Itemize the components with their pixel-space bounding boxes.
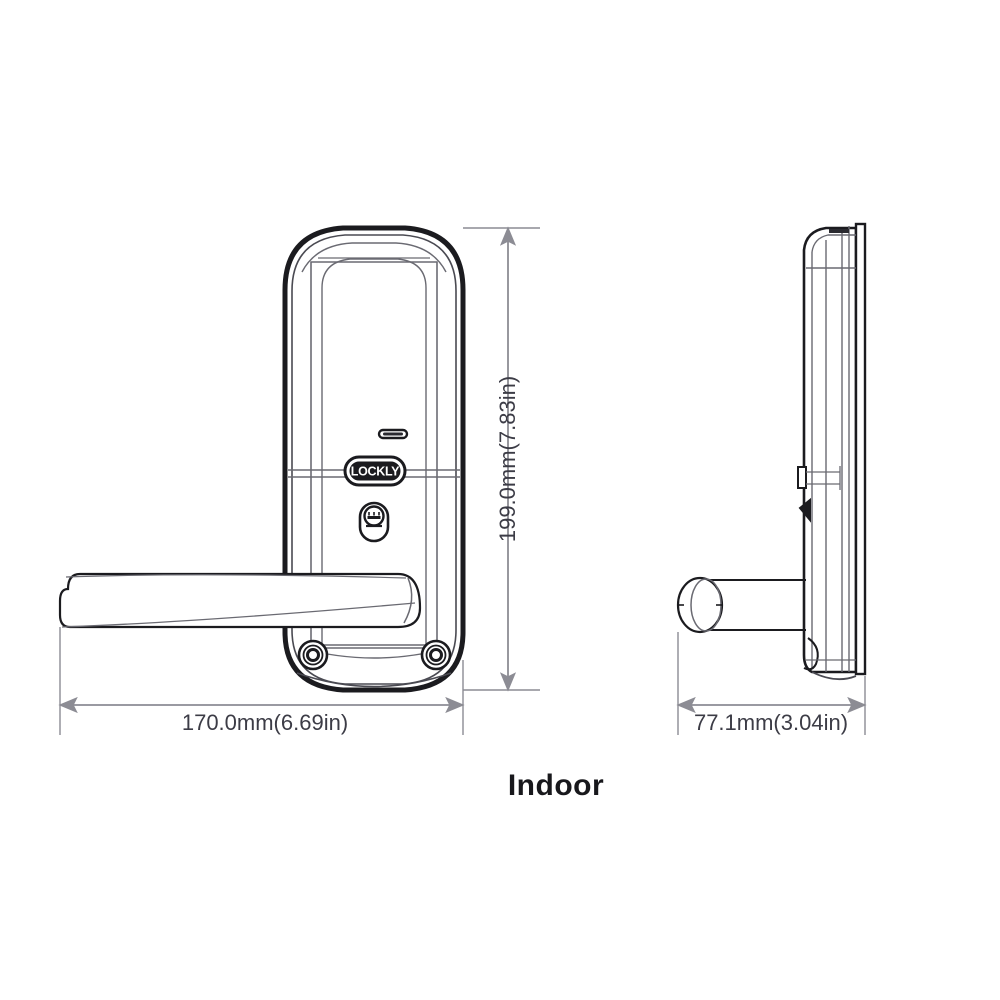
side-thumbturn-bump [798,497,811,523]
depth-dimension-label: 77.1mm(3.04in) [694,710,848,735]
lever-handle-top-seam [65,574,407,579]
lever-handle [58,572,422,629]
bottom-shell-seam [296,672,452,688]
top-curved-seam [301,242,447,273]
lever-handle-underside-seam [61,602,416,628]
side-handle-end-cap [676,576,724,634]
lever-handle-outline [58,572,422,629]
view-caption-indoor: Indoor [508,769,604,802]
key-cylinder [358,501,390,543]
center-raised-panel [321,258,427,649]
logo-wordmark: LOCKLY [351,465,400,479]
lockly-logo-badge: LOCKLY [343,455,407,487]
side-top-notch [829,229,849,233]
dimension-height: 199.0mm(7.83in) [463,226,540,692]
width-dimension-label: 170.0mm(6.69in) [182,710,348,735]
lever-handle-end-cap [403,577,413,624]
door-mounting-plate [854,222,867,676]
side-profile-view [676,222,867,681]
side-catch-detail [797,466,841,490]
dimension-depth: 77.1mm(3.04in) [676,632,867,735]
dimension-width: 170.0mm(6.69in) [58,627,465,735]
mounting-screw-left [297,639,329,671]
mounting-screw-right [420,639,452,671]
side-lever-handle [676,576,806,634]
height-dimension-label: 199.0mm(7.83in) [495,376,520,542]
side-bottom-latch [803,637,857,681]
front-elevation-view: LOCKLY [58,225,466,693]
escutcheon-inner-offset [291,234,457,685]
led-indicator-slot [377,428,409,440]
side-top-chamfer [811,234,856,253]
